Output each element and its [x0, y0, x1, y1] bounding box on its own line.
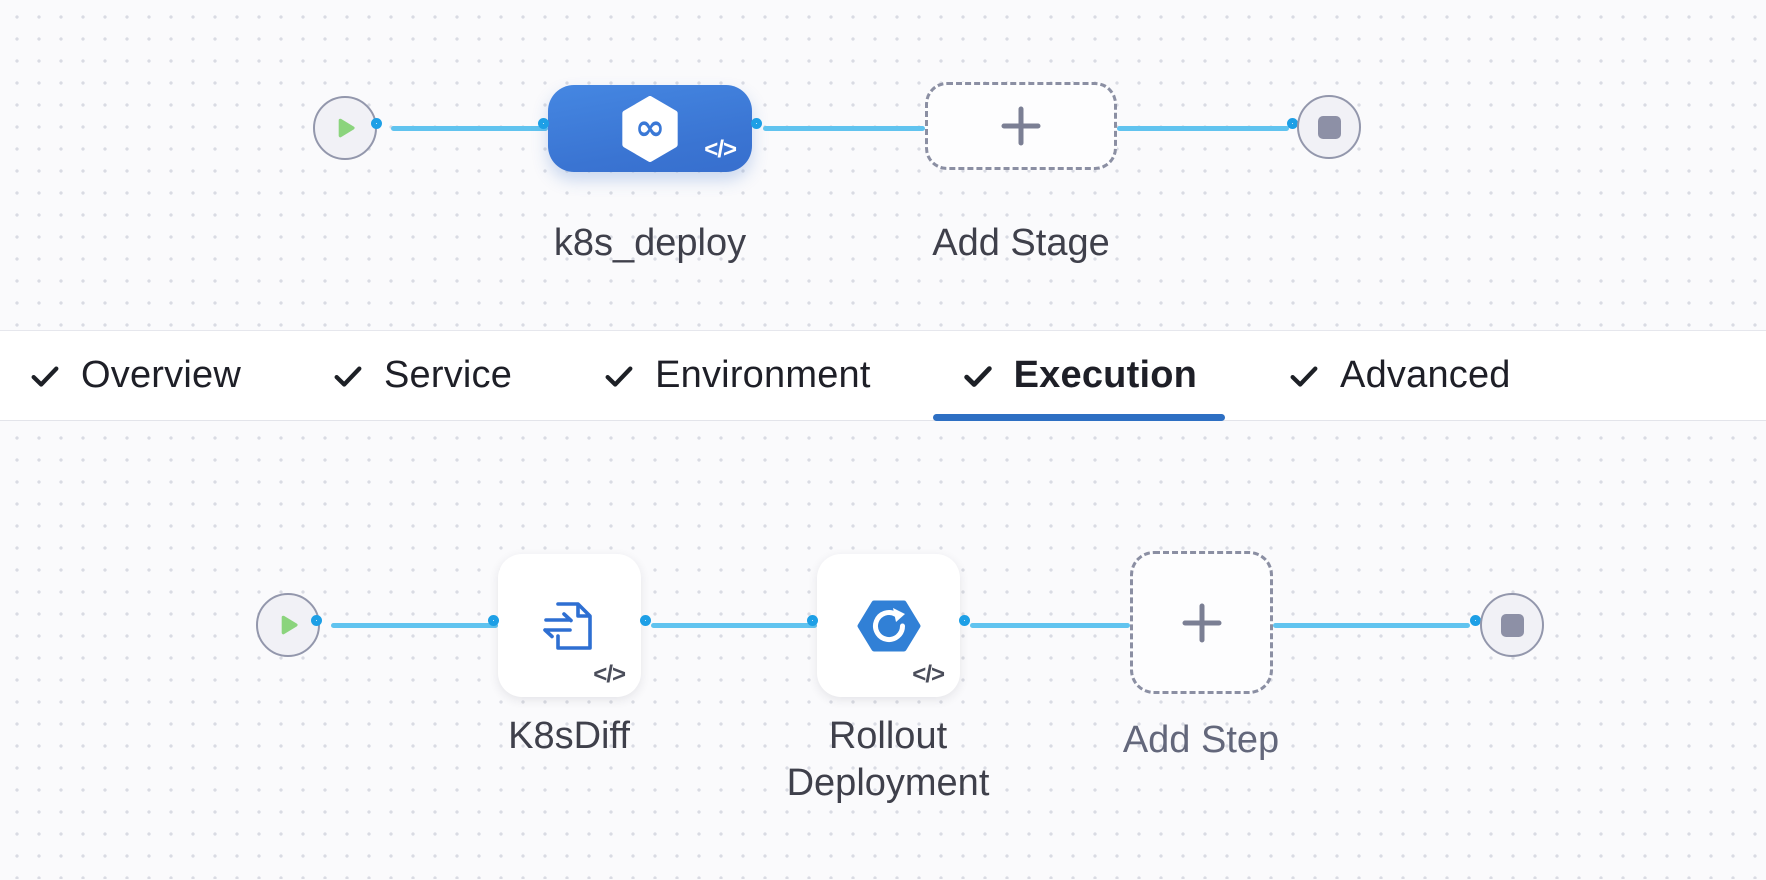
tab-overview[interactable]: Overview	[0, 331, 269, 420]
step-code-badge[interactable]: </>	[593, 661, 626, 688]
link-k8sdiff-to-rollout	[651, 623, 817, 628]
check-icon	[963, 365, 992, 387]
check-icon	[1290, 366, 1318, 387]
start-out-port[interactable]	[311, 615, 322, 626]
tab-environment[interactable]: Environment	[574, 331, 899, 420]
stage-in-port[interactable]	[538, 118, 549, 129]
tab-advanced[interactable]: Advanced	[1259, 331, 1539, 420]
step-name-label: K8sDiff	[508, 715, 630, 757]
link-start-to-k8sdiff	[331, 623, 498, 628]
execution-steps-canvas: </> </> K8sDiff Rollout Deployment Add S…	[0, 421, 1766, 879]
tab-label: Overview	[81, 354, 241, 396]
stage-node-k8s-deploy[interactable]: ∞ </>	[538, 85, 762, 172]
tab-service[interactable]: Service	[303, 331, 540, 420]
add-stage-button[interactable]	[925, 82, 1117, 170]
stage-out-port[interactable]	[751, 118, 762, 129]
play-icon	[281, 615, 298, 635]
add-step-label[interactable]: Add Step	[1122, 719, 1280, 761]
stage-pipeline-canvas: ∞ </> k8s_deploy Add Stage	[0, 0, 1766, 331]
tab-label: Advanced	[1340, 354, 1511, 396]
plus-icon	[1001, 106, 1041, 146]
execution-end-node[interactable]	[1480, 593, 1544, 657]
plus-icon	[1182, 603, 1221, 642]
link-addstep-to-end	[1273, 623, 1470, 628]
step-in-port[interactable]	[807, 615, 818, 626]
check-icon	[31, 366, 59, 387]
svg-text:∞: ∞	[635, 105, 665, 148]
deploy-stage-icon: ∞	[622, 95, 678, 162]
stop-icon	[1500, 613, 1524, 637]
k8s-diff-icon	[542, 601, 592, 650]
check-icon	[334, 366, 362, 387]
step-code-badge[interactable]: </>	[912, 661, 945, 688]
rollout-deployment-icon	[857, 600, 920, 651]
tab-label: Execution	[1013, 354, 1198, 396]
link-rollout-to-addstep	[970, 623, 1130, 628]
step-out-port[interactable]	[640, 615, 651, 626]
step-out-port[interactable]	[959, 615, 970, 626]
step-name-label: Rollout Deployment	[786, 715, 990, 804]
add-step-button[interactable]	[1130, 551, 1273, 694]
step-node-rollout-deployment[interactable]: </>	[807, 554, 970, 697]
check-icon	[605, 366, 633, 387]
tab-label: Environment	[655, 354, 871, 396]
end-in-port[interactable]	[1470, 615, 1481, 626]
tab-label: Service	[383, 354, 513, 396]
play-icon	[338, 118, 355, 138]
end-in-port[interactable]	[1287, 118, 1298, 129]
step-node-k8sdiff[interactable]: </>	[488, 554, 651, 697]
stage-config-tabbar: Overview Service Environment Execution A…	[0, 331, 1766, 421]
link-start-to-stage	[391, 126, 548, 131]
start-out-port[interactable]	[371, 118, 382, 129]
add-stage-label[interactable]: Add Stage	[932, 222, 1110, 264]
pipeline-start-node[interactable]	[313, 96, 377, 160]
stage-code-badge[interactable]: </>	[704, 136, 737, 163]
pipeline-end-node[interactable]	[1297, 95, 1361, 159]
step-in-port[interactable]	[488, 615, 499, 626]
link-stage-to-addstage	[763, 126, 925, 131]
stop-icon	[1317, 115, 1341, 139]
stage-name-label: k8s_deploy	[553, 222, 747, 264]
execution-start-node[interactable]	[256, 593, 320, 657]
tab-execution[interactable]: Execution	[932, 331, 1226, 421]
link-addstage-to-end	[1117, 126, 1289, 131]
